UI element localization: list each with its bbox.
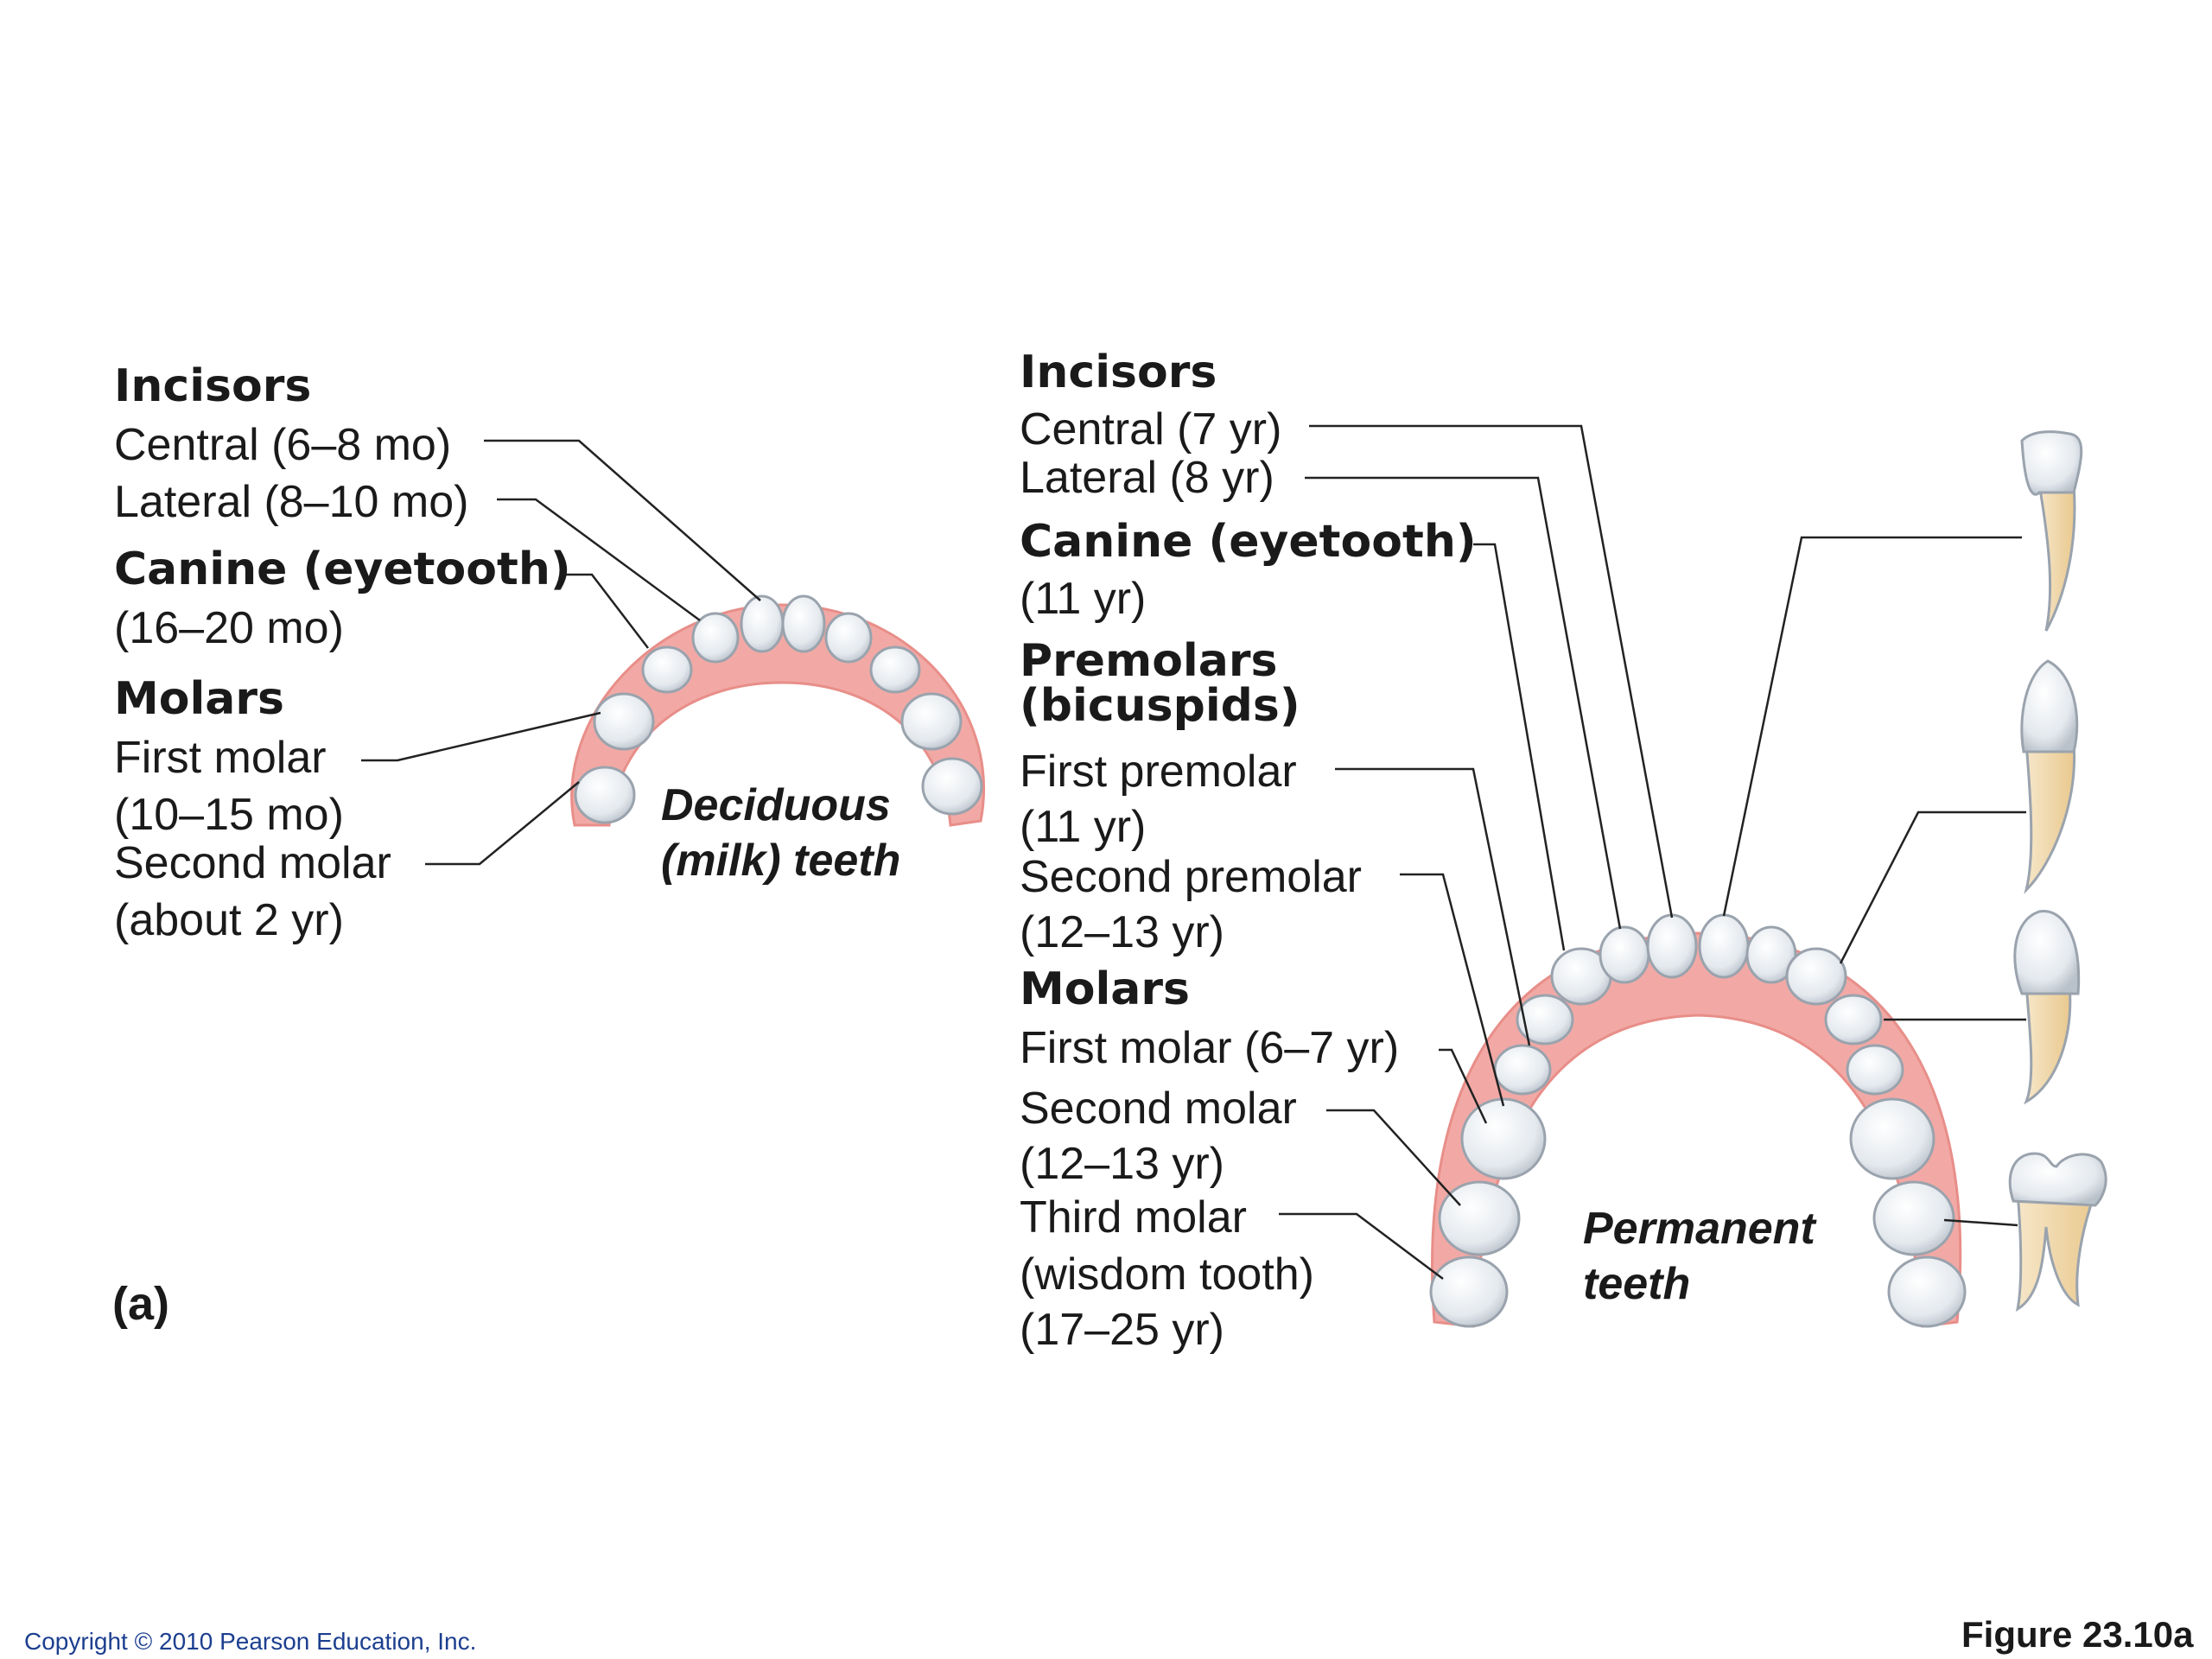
permanent-tooth <box>1872 1180 1955 1256</box>
tooth-profiles <box>2008 430 2107 1313</box>
permanent-second-premolar-age: (12–13 yr) <box>1020 907 1224 957</box>
deciduous-tooth <box>593 692 655 751</box>
deciduous-caption-line2: (milk) teeth <box>661 836 901 886</box>
leader-deciduous-central <box>484 439 761 601</box>
permanent-third-molar-age: (17–25 yr) <box>1020 1305 1224 1355</box>
deciduous-tooth <box>921 757 983 816</box>
leader-canine-profile <box>1839 810 2026 964</box>
permanent-tooth <box>1785 947 1847 1006</box>
permanent-tooth <box>1887 1255 1967 1328</box>
permanent-tooth <box>1438 1180 1521 1256</box>
deciduous-tooth <box>824 612 873 664</box>
deciduous-second-molar-label: Second molar <box>114 838 391 888</box>
permanent-tooth <box>1493 1044 1552 1096</box>
permanent-molars-heading: Molars <box>1020 963 1190 1015</box>
deciduous-tooth <box>869 645 921 694</box>
deciduous-arch <box>570 594 986 827</box>
leader-permanent-lateral <box>1305 476 1622 930</box>
deciduous-first-molar-label: First molar <box>114 733 327 783</box>
permanent-first-premolar-age: (11 yr) <box>1020 802 1147 852</box>
permanent-second-molar-age: (12–13 yr) <box>1020 1139 1224 1189</box>
permanent-tooth <box>1846 1044 1904 1096</box>
deciduous-central-label: Central (6–8 mo) <box>114 420 452 470</box>
permanent-second-premolar-label: Second premolar <box>1020 852 1362 902</box>
permanent-teeth <box>1429 913 1967 1328</box>
deciduous-tooth <box>574 766 636 824</box>
leader-molar-profile <box>1943 1218 2018 1227</box>
permanent-tooth <box>1824 994 1883 1046</box>
leader-deciduous-canine <box>566 573 649 649</box>
leader-permanent-second-premolar <box>1400 873 1505 1107</box>
permanent-lateral-label: Lateral (8 yr) <box>1020 453 1274 503</box>
deciduous-tooth <box>691 612 740 664</box>
deciduous-canine-heading: Canine (eyetooth) <box>114 543 571 595</box>
figure-label: Figure 23.10a <box>1961 1614 2194 1655</box>
deciduous-tooth <box>900 692 963 751</box>
permanent-arch <box>1429 913 1967 1328</box>
panel-label: (a) <box>112 1278 169 1330</box>
permanent-canine-heading: Canine (eyetooth) <box>1020 516 1477 568</box>
permanent-central-label: Central (7 yr) <box>1020 404 1282 454</box>
permanent-third-molar-note: (wisdom tooth) <box>1020 1249 1314 1300</box>
permanent-tooth <box>1745 925 1797 984</box>
permanent-caption-line1: Permanent <box>1583 1204 1815 1254</box>
leader-permanent-canine <box>1473 543 1566 951</box>
permanent-tooth <box>1429 1255 1509 1328</box>
permanent-tooth <box>1849 1097 1936 1180</box>
permanent-premolars-heading-line1: Premolars <box>1020 635 1278 687</box>
permanent-first-molar-label: First molar (6–7 yr) <box>1020 1023 1400 1073</box>
permanent-caption-line2: teeth <box>1583 1259 1691 1309</box>
permanent-tooth <box>1516 994 1574 1046</box>
incisor-profile <box>2020 430 2083 632</box>
leader-deciduous-second-molar <box>425 781 580 866</box>
permanent-canine-age: (11 yr) <box>1020 574 1147 624</box>
permanent-third-molar-label: Third molar <box>1020 1192 1247 1243</box>
canine-profile <box>2020 659 2079 894</box>
deciduous-second-molar-age: (about 2 yr) <box>114 895 344 945</box>
deciduous-canine-age: (16–20 mo) <box>114 603 344 653</box>
deciduous-tooth <box>740 594 785 653</box>
permanent-second-molar-label: Second molar <box>1020 1084 1297 1134</box>
permanent-incisors-heading: Incisors <box>1020 346 1217 398</box>
molar-profile <box>2008 1152 2107 1313</box>
deciduous-teeth <box>574 594 983 824</box>
permanent-tooth <box>1698 913 1750 979</box>
permanent-tooth <box>1460 1097 1547 1180</box>
leader-deciduous-lateral <box>497 498 701 622</box>
deciduous-lateral-label: Lateral (8–10 mo) <box>114 477 469 527</box>
deciduous-first-molar-age: (10–15 mo) <box>114 790 344 840</box>
permanent-premolars-heading-line2: (bicuspids) <box>1020 680 1300 732</box>
leader-permanent-second-molar <box>1326 1109 1461 1206</box>
leader-permanent-first-premolar <box>1335 767 1531 1046</box>
deciduous-tooth <box>781 594 826 653</box>
leader-permanent-central <box>1309 424 1674 918</box>
deciduous-tooth <box>641 645 693 694</box>
deciduous-caption-line1: Deciduous <box>661 780 891 830</box>
copyright-notice: Copyright © 2010 Pearson Education, Inc. <box>24 1628 477 1655</box>
permanent-tooth <box>1599 925 1650 984</box>
leader-permanent-first-molar <box>1439 1048 1488 1124</box>
permanent-first-premolar-label: First premolar <box>1020 747 1297 797</box>
leader-incisor-profile <box>1722 536 2022 917</box>
permanent-tooth <box>1646 913 1698 979</box>
leader-deciduous-first-molar <box>361 711 601 762</box>
leader-lines <box>361 424 2026 1280</box>
leader-permanent-third-molar <box>1279 1212 1444 1280</box>
deciduous-incisors-heading: Incisors <box>114 360 312 412</box>
deciduous-molars-heading: Molars <box>114 673 284 725</box>
premolar-profile <box>2013 909 2081 1105</box>
